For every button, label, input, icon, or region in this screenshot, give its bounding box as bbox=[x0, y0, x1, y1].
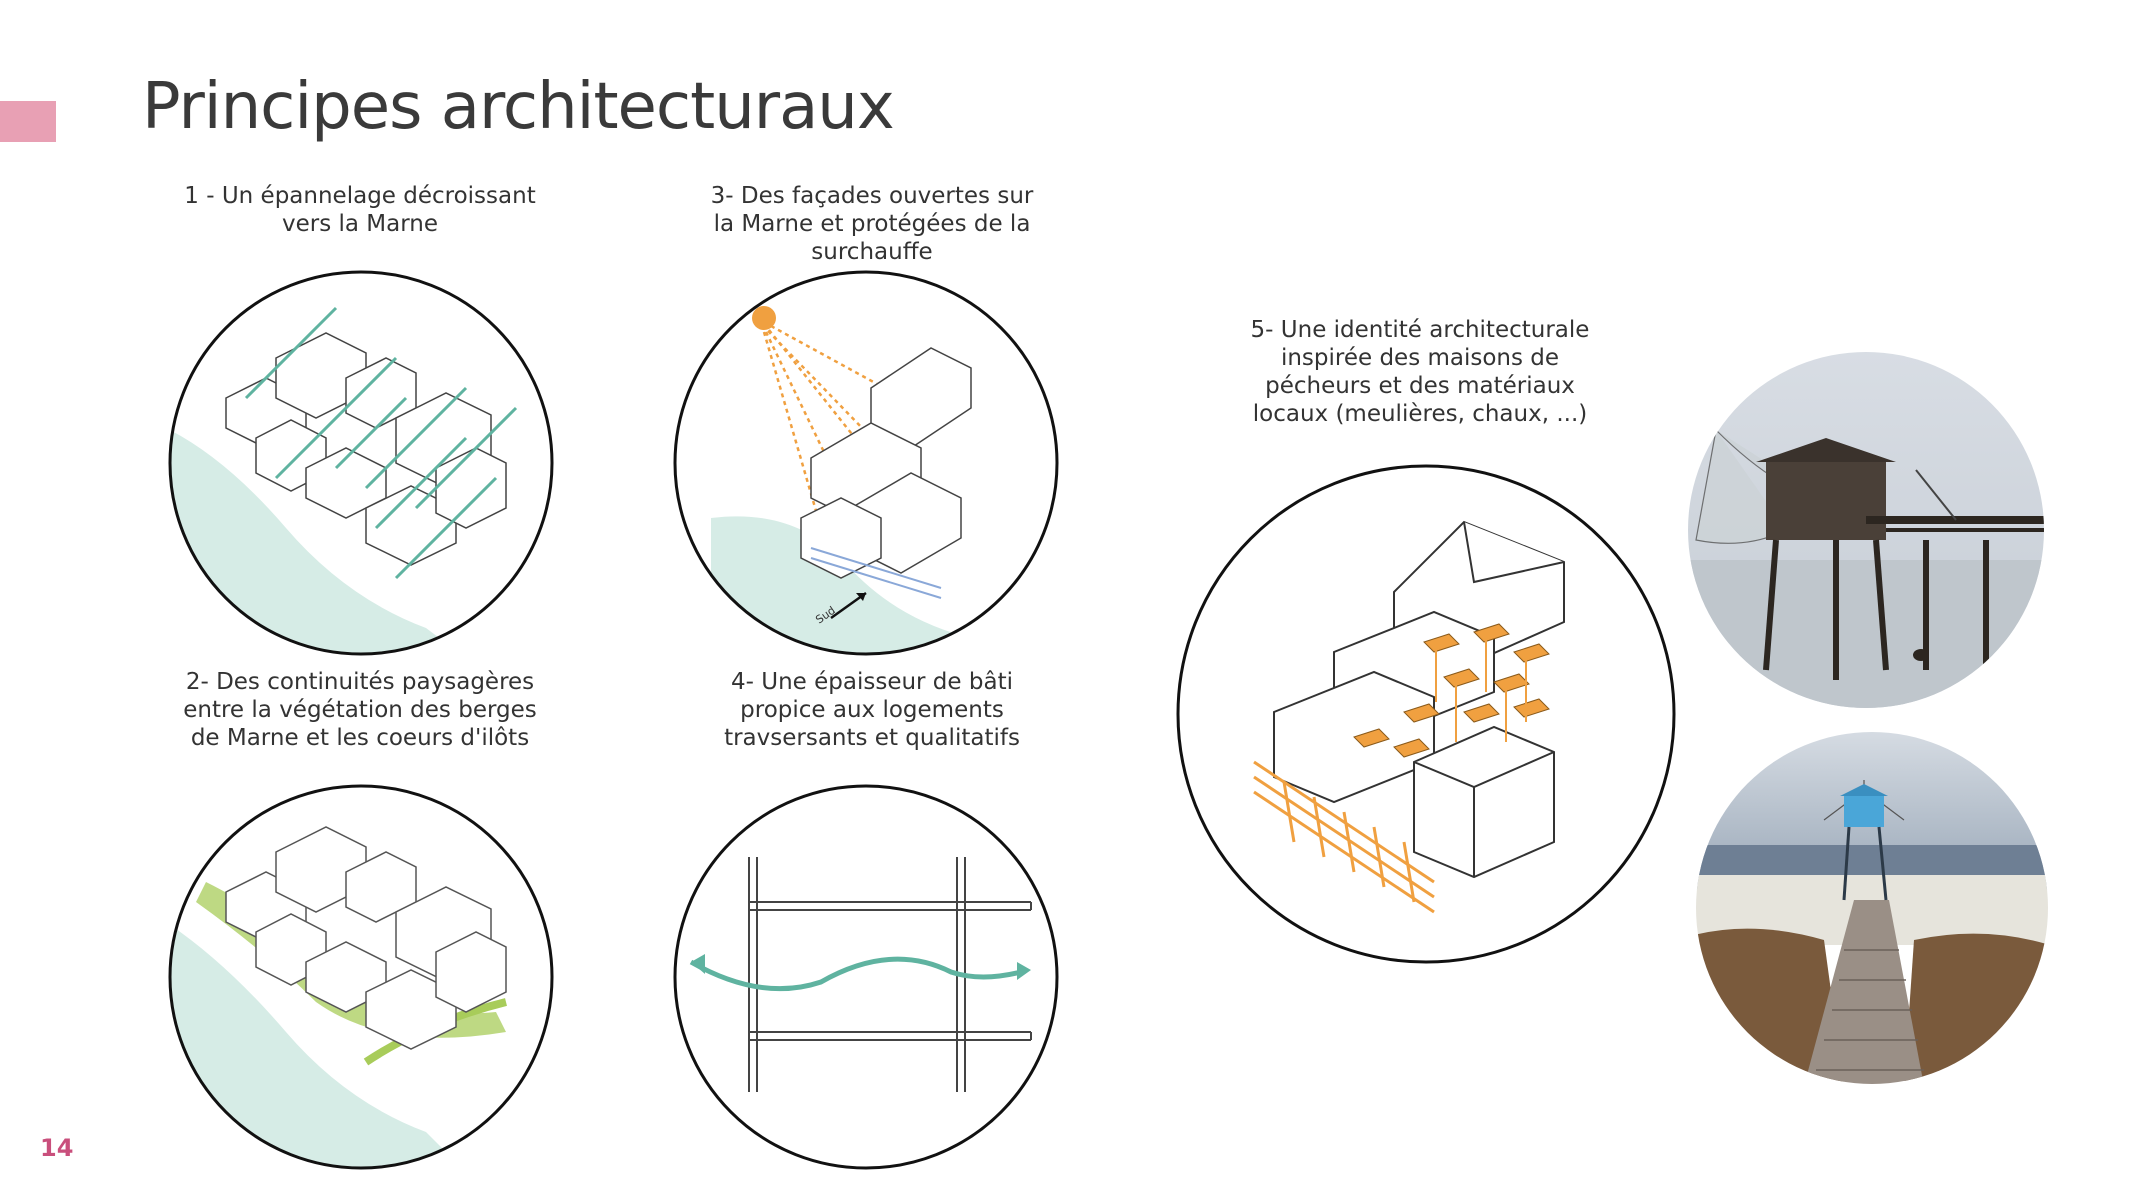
stepped-massing-diagram bbox=[166, 268, 556, 658]
sun-orientation-diagram: Sud bbox=[671, 268, 1061, 658]
cross-ventilation-diagram bbox=[671, 782, 1061, 1172]
page-number: 14 bbox=[40, 1134, 73, 1162]
caption-principle-4: 4- Une épaisseur de bâti propice aux log… bbox=[682, 668, 1062, 752]
caption-principle-2: 2- Des continuités paysagères entre la v… bbox=[170, 668, 550, 752]
landscape-continuity-diagram bbox=[166, 782, 556, 1172]
fisherman-house-axonometric bbox=[1174, 462, 1678, 966]
page-title: Principes architecturaux bbox=[142, 70, 894, 144]
stilt-fishing-hut-photo bbox=[1686, 350, 2046, 710]
caption-principle-5: 5- Une identité architecturale inspirée … bbox=[1230, 316, 1610, 428]
section-accent-bar bbox=[0, 101, 56, 142]
blue-fishing-hut-pier-photo bbox=[1694, 730, 2050, 1086]
caption-principle-3: 3- Des façades ouvertes sur la Marne et … bbox=[682, 182, 1062, 266]
caption-principle-1: 1 - Un épannelage décroissant vers la Ma… bbox=[170, 182, 550, 238]
